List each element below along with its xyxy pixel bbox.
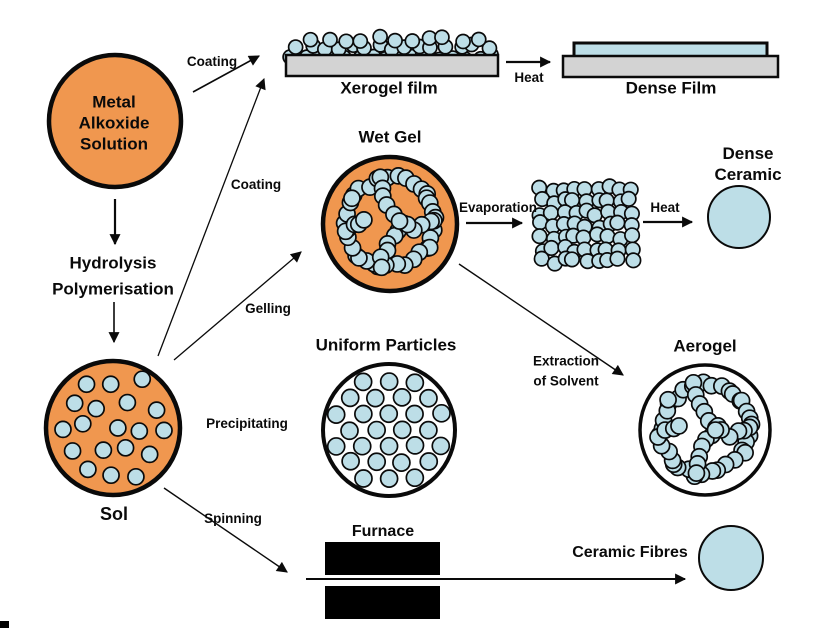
furnace-block-bottom	[325, 586, 440, 619]
uniform-particles-dots	[326, 372, 451, 488]
evaporated-gel-block	[531, 178, 642, 272]
sol-particles	[54, 370, 173, 486]
diagram-shapes	[0, 28, 780, 628]
page-corner-mark	[0, 621, 9, 628]
ceramic-fibres-circle	[698, 525, 764, 591]
dense-ceramic-circle	[707, 185, 771, 249]
metal-alkoxide-circle	[46, 52, 184, 190]
process-arrows	[108, 55, 694, 585]
arrow-extraction	[458, 263, 624, 376]
arrow-coating-sol	[157, 77, 266, 357]
wet-gel-network	[335, 167, 445, 277]
arrow-spinning	[163, 487, 288, 573]
arrow-gelling	[173, 251, 302, 361]
xerogel-film-substrate	[284, 53, 500, 78]
arrow-coating-top	[192, 55, 260, 93]
furnace-block-top	[325, 542, 440, 575]
aerogel-network	[649, 373, 761, 486]
dense-film-substrate	[561, 54, 780, 79]
